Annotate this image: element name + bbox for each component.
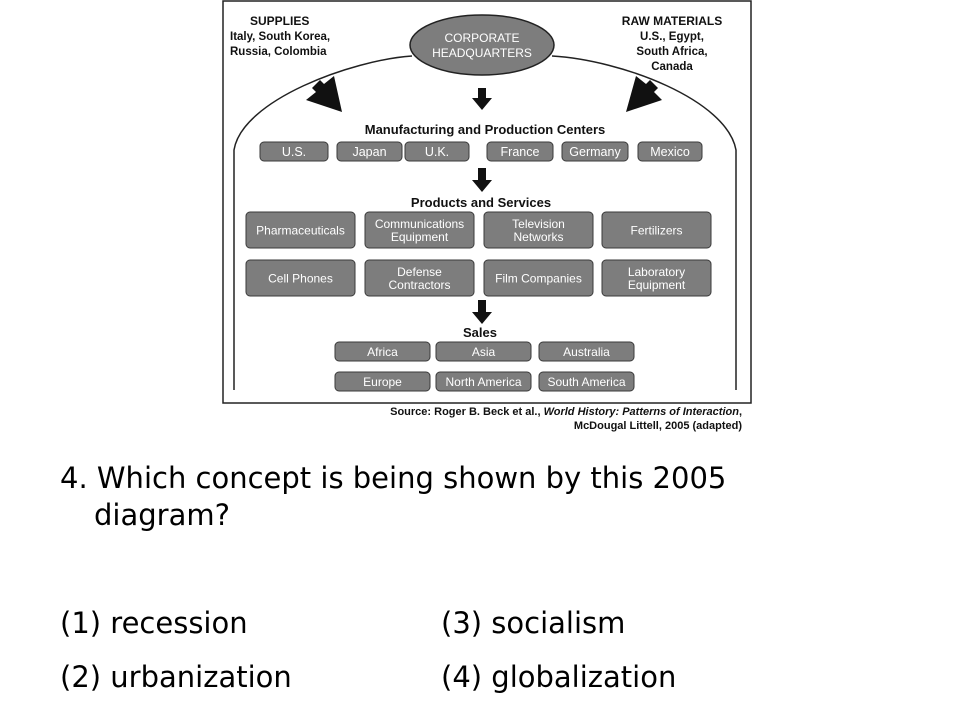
raw-materials-line1: U.S., Egypt, — [640, 31, 704, 43]
raw-materials-line2: South Africa, — [636, 46, 707, 58]
manufacturing-box-2 — [404, 141, 470, 162]
manufacturing-box-1-label: Japan — [352, 145, 386, 159]
supplies-line1: Italy, South Korea, — [230, 31, 330, 43]
raw-materials-line3: Canada — [651, 61, 693, 73]
supplies-arrow — [306, 76, 342, 112]
product-box-1-label: Communications — [375, 217, 464, 231]
product-box-2 — [483, 211, 594, 249]
product-box-4-label: Cell Phones — [268, 271, 333, 285]
product-box-6 — [483, 259, 594, 297]
supplies-title: SUPPLIES — [250, 14, 309, 28]
source-prefix: Source: Roger B. Beck et al., — [390, 406, 544, 418]
product-box-3 — [601, 211, 712, 249]
manufacturing-title: Manufacturing and Production Centers — [365, 122, 606, 137]
question-line1: 4. Which concept is being shown by this … — [60, 461, 727, 495]
product-box-2-label: Television — [512, 217, 565, 231]
product-box-1-label: Equipment — [391, 230, 449, 244]
manufacturing-box-0-label: U.S. — [282, 145, 306, 159]
sales-box-3-label: Europe — [363, 375, 402, 389]
sales-box-0 — [334, 341, 431, 362]
arrow-manufacturing-to-products — [472, 168, 492, 192]
supplies-line2: Russia, Colombia — [230, 46, 327, 58]
diagram-source: Source: Roger B. Beck et al., World Hist… — [222, 405, 742, 433]
manufacturing-box-5 — [637, 141, 703, 162]
product-box-0-label: Pharmaceuticals — [256, 223, 345, 237]
manufacturing-box-4-label: Germany — [569, 145, 621, 159]
product-box-6-label: Film Companies — [495, 271, 582, 285]
corporate-hq-node — [409, 14, 555, 76]
question: 4. Which concept is being shown by this … — [60, 460, 920, 534]
sales-box-5 — [538, 371, 635, 392]
source-title: World History: Patterns of Interaction — [543, 406, 739, 418]
product-box-7-label: Equipment — [628, 278, 686, 292]
product-box-5 — [364, 259, 475, 297]
arrow-hq-to-manufacturing — [472, 88, 492, 110]
sales-box-1-label: Asia — [472, 345, 496, 359]
product-box-0 — [245, 211, 356, 249]
answer-4[interactable]: (4) globalization — [441, 660, 677, 694]
sales-box-4-label: North America — [445, 375, 521, 389]
sales-box-5-label: South America — [547, 375, 625, 389]
product-box-5-label: Contractors — [388, 278, 450, 292]
product-box-7-label: Laboratory — [628, 265, 685, 279]
product-box-7 — [601, 259, 712, 297]
product-box-5-label: Defense — [397, 265, 442, 279]
manufacturing-centers: U.S. Japan U.K. France Germany Mexico — [259, 141, 703, 162]
answer-2[interactable]: (2) urbanization — [60, 660, 292, 694]
sales-box-0-label: Africa — [367, 345, 398, 359]
manufacturing-box-5-label: Mexico — [650, 145, 690, 159]
product-box-4 — [245, 259, 356, 297]
corporate-hq-line2: HEADQUARTERS — [432, 46, 532, 60]
source-suffix: , — [738, 406, 742, 418]
manufacturing-box-3-label: France — [501, 145, 540, 159]
sales-box-4 — [435, 371, 532, 392]
arch-outline — [233, 55, 737, 390]
answer-1[interactable]: (1) recession — [60, 606, 248, 640]
manufacturing-box-3 — [486, 141, 554, 162]
product-box-2-label: Networks — [513, 230, 563, 244]
answer-3[interactable]: (3) socialism — [441, 606, 626, 640]
raw-materials-title: RAW MATERIALS — [622, 14, 722, 28]
sales-box-2-label: Australia — [563, 345, 610, 359]
arrow-products-to-sales — [472, 300, 492, 324]
manufacturing-box-1 — [336, 141, 403, 162]
sales-title: Sales — [463, 325, 497, 340]
globalization-diagram: CORPORATE HEADQUARTERS SUPPLIES Italy, S… — [222, 0, 752, 404]
sales-box-3 — [334, 371, 431, 392]
question-line2: diagram? — [94, 498, 230, 532]
sales-box-2 — [538, 341, 635, 362]
sales-box-1 — [435, 341, 532, 362]
manufacturing-box-2-label: U.K. — [425, 145, 449, 159]
corporate-hq-line1: CORPORATE — [444, 31, 519, 45]
products-title: Products and Services — [411, 195, 551, 210]
source-line2: McDougal Littell, 2005 (adapted) — [573, 420, 742, 432]
manufacturing-box-0 — [259, 141, 329, 162]
product-box-1 — [364, 211, 475, 249]
product-box-3-label: Fertilizers — [630, 223, 682, 237]
raw-materials-arrow — [626, 76, 662, 112]
manufacturing-box-4 — [561, 141, 629, 162]
